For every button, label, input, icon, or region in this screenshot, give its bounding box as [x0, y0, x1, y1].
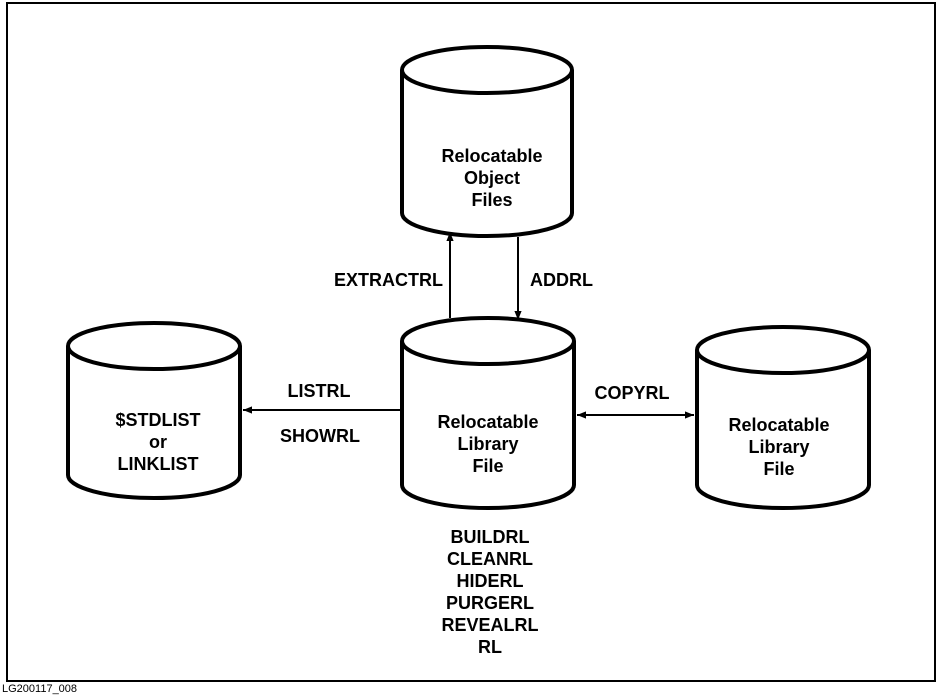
- command-revealrl: REVEALRL: [441, 615, 538, 635]
- command-list: BUILDRL CLEANRL HIDERL PURGERL REVEALRL …: [441, 527, 538, 657]
- command-rl: RL: [478, 637, 502, 657]
- object-files-line-1: Relocatable: [441, 146, 542, 166]
- copy-library-file-cylinder: Relocatable Library File: [695, 325, 871, 510]
- stdlist-line-2: or: [149, 432, 167, 452]
- stdlist-line-1: $STDLIST: [115, 410, 200, 430]
- object-files-cylinder: Relocatable Object Files: [400, 45, 574, 238]
- figure-frame: [6, 2, 936, 682]
- listrl-label: LISTRL: [288, 381, 351, 401]
- figure-id: LG200117_008: [2, 683, 77, 695]
- library-file-line-2: Library: [457, 434, 518, 454]
- extractrl-label: EXTRACTRL: [334, 270, 443, 290]
- library-file-line-3: File: [472, 456, 503, 476]
- command-buildrl: BUILDRL: [451, 527, 530, 547]
- command-cleanrl: CLEANRL: [447, 549, 533, 569]
- copy-library-line-1: Relocatable: [728, 415, 829, 435]
- stdlist-cylinder: $STDLIST or LINKLIST: [66, 321, 242, 500]
- library-file-cylinder: Relocatable Library File: [400, 316, 576, 510]
- library-file-line-1: Relocatable: [437, 412, 538, 432]
- showrl-label: SHOWRL: [280, 426, 360, 446]
- command-purgerl: PURGERL: [446, 593, 534, 613]
- object-files-line-2: Object: [464, 168, 520, 188]
- copy-library-line-3: File: [763, 459, 794, 479]
- addrl-label: ADDRL: [530, 270, 593, 290]
- copy-library-line-2: Library: [748, 437, 809, 457]
- object-files-line-3: Files: [471, 190, 512, 210]
- copyrl-label: COPYRL: [594, 383, 669, 403]
- stdlist-line-3: LINKLIST: [118, 454, 199, 474]
- command-hiderl: HIDERL: [457, 571, 524, 591]
